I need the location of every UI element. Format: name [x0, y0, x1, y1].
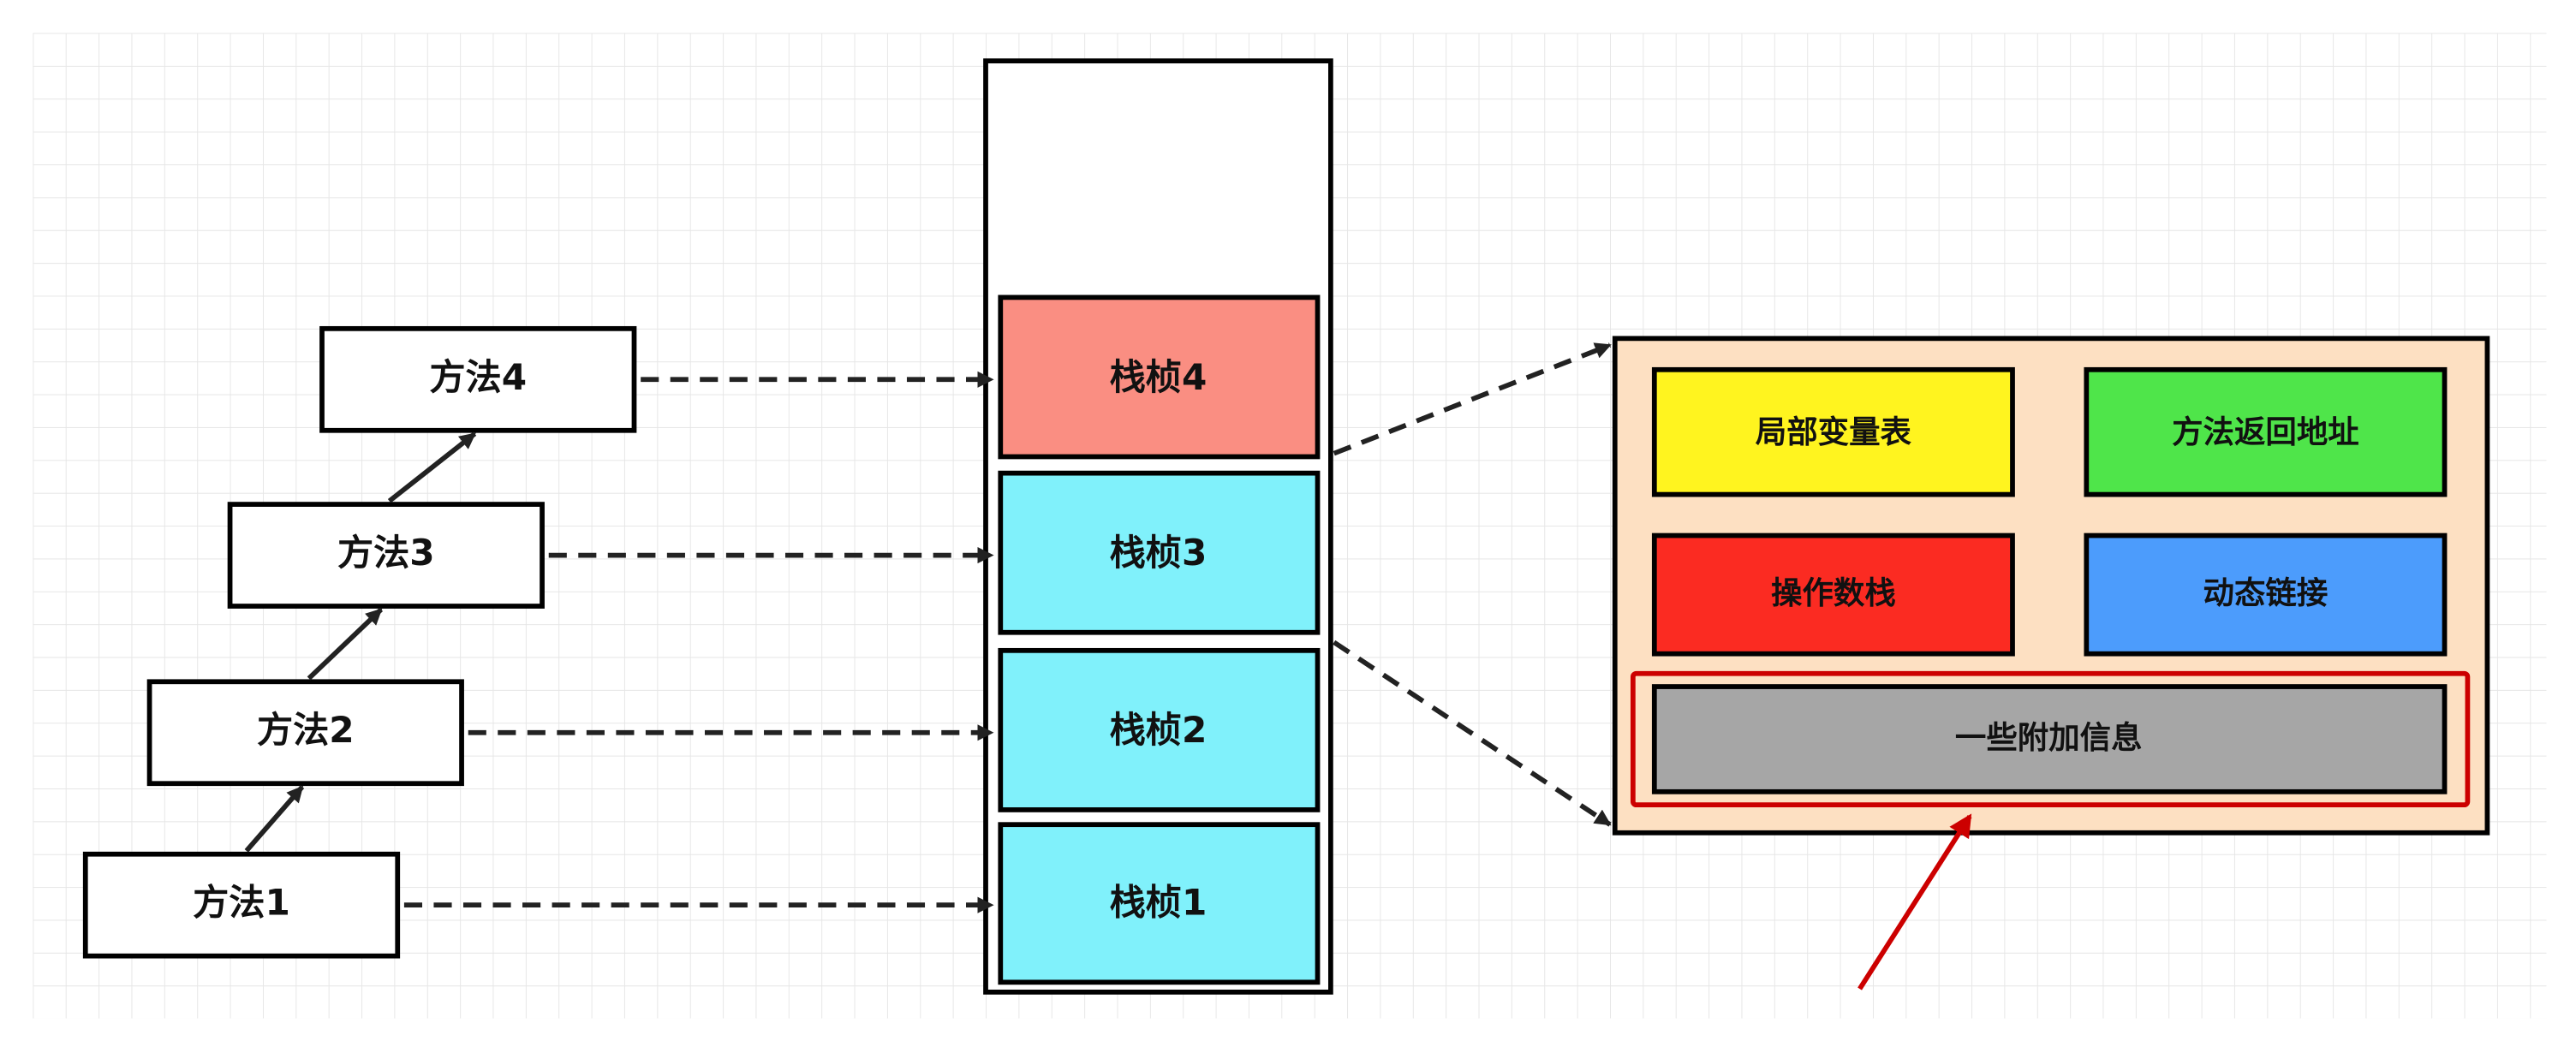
call-arrow-3-4 — [387, 431, 477, 503]
operand-stack-label: 操作数栈 — [1771, 574, 1896, 611]
highlight-rectangle — [1630, 670, 2471, 808]
stack-frame-2: 栈桢2 — [998, 647, 1321, 812]
method-label: 方法4 — [429, 356, 527, 398]
expand-arrow-bottom — [1333, 640, 1612, 827]
method-label: 方法1 — [193, 882, 290, 924]
operand-stack-box: 操作数栈 — [1651, 532, 2015, 657]
local-variables-box: 局部变量表 — [1651, 366, 2015, 497]
dynamic-linking-label: 动态链接 — [2203, 574, 2329, 611]
frame-label: 栈桢4 — [1110, 356, 1208, 398]
method-label: 方法3 — [337, 532, 435, 574]
return-address-label: 方法返回地址 — [2172, 413, 2359, 450]
frame-label: 栈桢1 — [1110, 882, 1208, 924]
method-label: 方法2 — [257, 709, 355, 751]
call-arrow-2-3 — [307, 607, 384, 681]
highlight-arrow — [1857, 813, 1972, 991]
method-box-1: 方法1 — [82, 851, 401, 959]
frame-label: 栈桢3 — [1110, 532, 1208, 574]
extra-info-box: 一些附加信息 — [1651, 684, 2448, 794]
stack-frame-3: 栈桢3 — [998, 470, 1321, 635]
local-variables-label: 局部变量表 — [1756, 413, 1912, 450]
method-box-3: 方法3 — [227, 502, 545, 609]
stack-frame-1: 栈桢1 — [998, 822, 1321, 985]
method-box-4: 方法4 — [319, 325, 637, 433]
return-address-box: 方法返回地址 — [2084, 366, 2448, 497]
extra-info-label: 一些附加信息 — [1955, 719, 2143, 756]
call-arrow-1-2 — [244, 785, 305, 853]
method-box-2: 方法2 — [146, 679, 464, 787]
dynamic-linking-box: 动态链接 — [2084, 532, 2448, 657]
expand-arrow-top — [1333, 342, 1612, 456]
frame-label: 栈桢2 — [1110, 709, 1208, 751]
stack-frame-4: 栈桢4 — [998, 294, 1321, 460]
